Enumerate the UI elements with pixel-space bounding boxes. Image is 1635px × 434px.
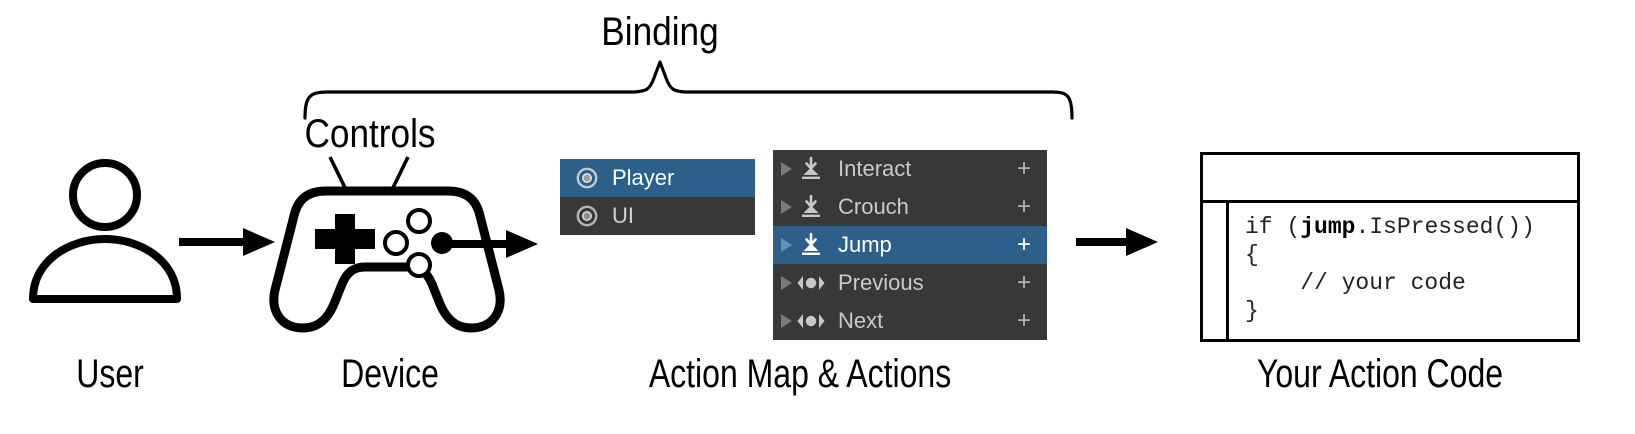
code-line-1-post: .IsPressed()) [1355,214,1535,240]
code-line-3: // your code [1245,270,1466,296]
action-label: Jump [838,232,892,257]
action-map-label: UI [612,203,634,228]
chevron-right-icon[interactable] [781,238,792,252]
chevron-right-icon[interactable] [781,200,792,214]
chevron-right-icon[interactable] [781,162,792,176]
button-action-icon [796,156,826,182]
controls-label: Controls [304,112,436,156]
action-map-row-player[interactable]: Player [560,159,755,197]
chevron-right-icon[interactable] [781,314,792,328]
action-map-row-ui[interactable]: UI [560,197,755,235]
user-person-icon [25,155,190,310]
right-arrow-icon-device-to-actionmap [440,226,550,262]
chevron-right-icon[interactable] [781,276,792,290]
action-label: Interact [838,156,912,181]
caption-action-map-actions: Action Map & Actions [648,352,952,396]
action-label: Crouch [838,194,909,219]
add-binding-button[interactable]: + [1016,155,1031,182]
action-row-interact[interactable]: Interact + [773,150,1047,188]
caption-device: Device [341,352,439,396]
action-row-jump[interactable]: Jump + [773,226,1047,264]
caption-user: User [76,352,144,396]
action-map-icon [572,165,602,191]
code-line-4: } [1245,298,1259,324]
action-map-icon [572,203,602,229]
action-maps-panel[interactable]: Player UI [560,159,755,235]
code-window-body: if (jump.IsPressed()) { // your code } [1203,203,1577,339]
action-label: Previous [838,270,924,295]
gamepad-icon [262,186,512,333]
add-binding-button[interactable]: + [1016,231,1031,258]
right-arrow-icon-user-to-device [175,222,285,262]
axis-action-icon [796,308,826,334]
axis-action-icon [796,270,826,296]
action-row-next[interactable]: Next + [773,302,1047,340]
code-gutter [1203,203,1229,339]
action-map-label: Player [612,165,675,190]
action-row-previous[interactable]: Previous + [773,264,1047,302]
code-line-1-pre: if ( [1245,214,1301,240]
code-line-1: if (jump.IsPressed()) [1245,214,1535,240]
code-window[interactable]: if (jump.IsPressed()) { // your code } [1200,152,1580,342]
button-action-icon [796,232,826,258]
add-binding-button[interactable]: + [1016,307,1031,334]
button-action-icon [796,194,826,220]
caption-your-action-code: Your Action Code [1256,352,1504,396]
add-binding-button[interactable]: + [1016,269,1031,296]
binding-brace-group [0,0,1635,130]
right-arrow-icon-actions-to-code [1072,222,1182,262]
code-editor-text[interactable]: if (jump.IsPressed()) { // your code } [1229,203,1577,339]
actions-panel[interactable]: Interact + Crouch + [773,150,1047,340]
code-line-1-bold: jump [1300,214,1356,240]
code-line-2: { [1245,242,1259,268]
add-binding-button[interactable]: + [1016,193,1031,220]
binding-label: Binding [601,10,719,54]
action-label: Next [838,308,884,333]
code-window-titlebar [1203,155,1577,203]
curly-brace-icon [303,60,1074,120]
action-row-crouch[interactable]: Crouch + [773,188,1047,226]
